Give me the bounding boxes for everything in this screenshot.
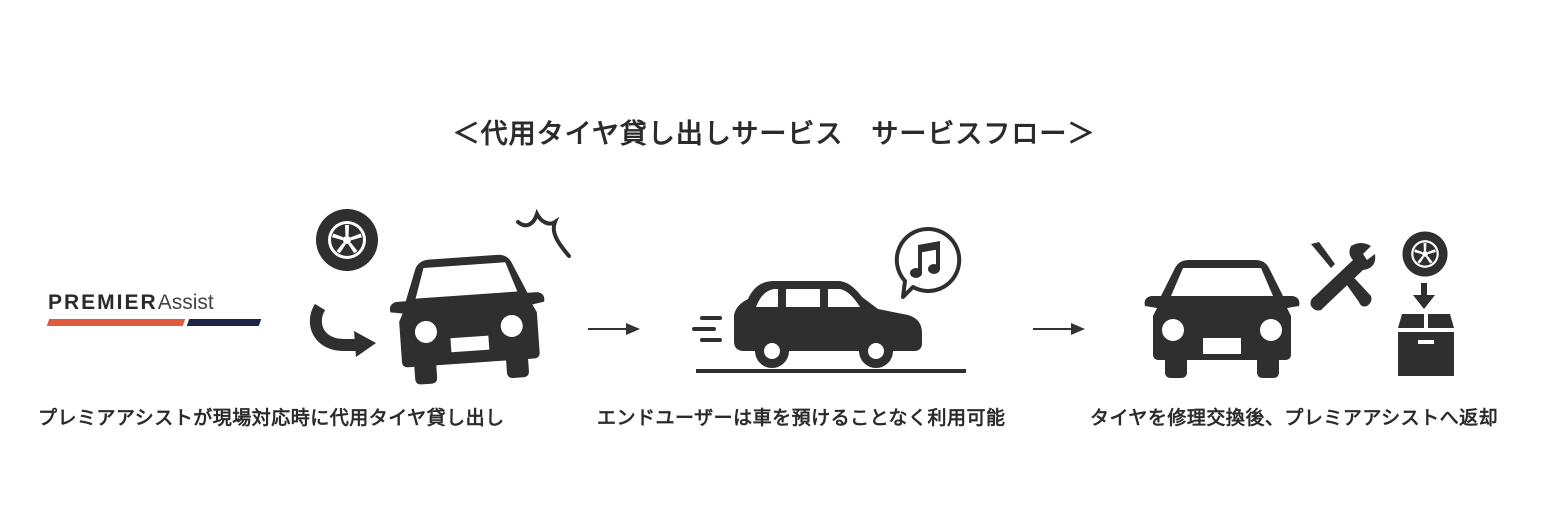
car-front-icon xyxy=(1144,260,1300,378)
tire-icon xyxy=(316,209,378,271)
music-bubble-icon xyxy=(894,226,962,299)
broken-car-icon xyxy=(389,254,545,385)
logo-stripe-orange xyxy=(46,319,186,326)
right-arrow-icon xyxy=(588,323,640,335)
trouble-mark-icon xyxy=(516,208,571,258)
logo-text-regular: Assist xyxy=(157,291,214,314)
rotate-arrow-icon xyxy=(310,303,376,357)
tire-icon xyxy=(1402,231,1448,277)
logo-text-bold: PREMIER xyxy=(48,291,158,314)
down-arrow-icon xyxy=(1413,283,1435,309)
logo-stripes xyxy=(46,319,264,326)
right-arrow-icon xyxy=(1033,323,1085,335)
moving-car-icon xyxy=(692,281,966,373)
diagram-title: ＜代用タイヤ貸し出しサービス サービスフロー＞ xyxy=(452,119,1096,150)
tools-icon xyxy=(1310,242,1376,311)
logo-text: PREMIERAssist xyxy=(48,292,264,314)
premier-assist-logo: PREMIERAssist xyxy=(46,292,264,326)
box-icon xyxy=(1398,314,1454,376)
logo-stripe-navy xyxy=(186,319,262,326)
step-1-caption: プレミアアシストが現場対応時に代用タイヤ貸し出し xyxy=(38,407,505,429)
step-3-caption: タイヤを修理交換後、プレミアアシストへ返却 xyxy=(1090,407,1499,429)
step-2-caption: エンドユーザーは車を預けることなく利用可能 xyxy=(597,407,1006,429)
